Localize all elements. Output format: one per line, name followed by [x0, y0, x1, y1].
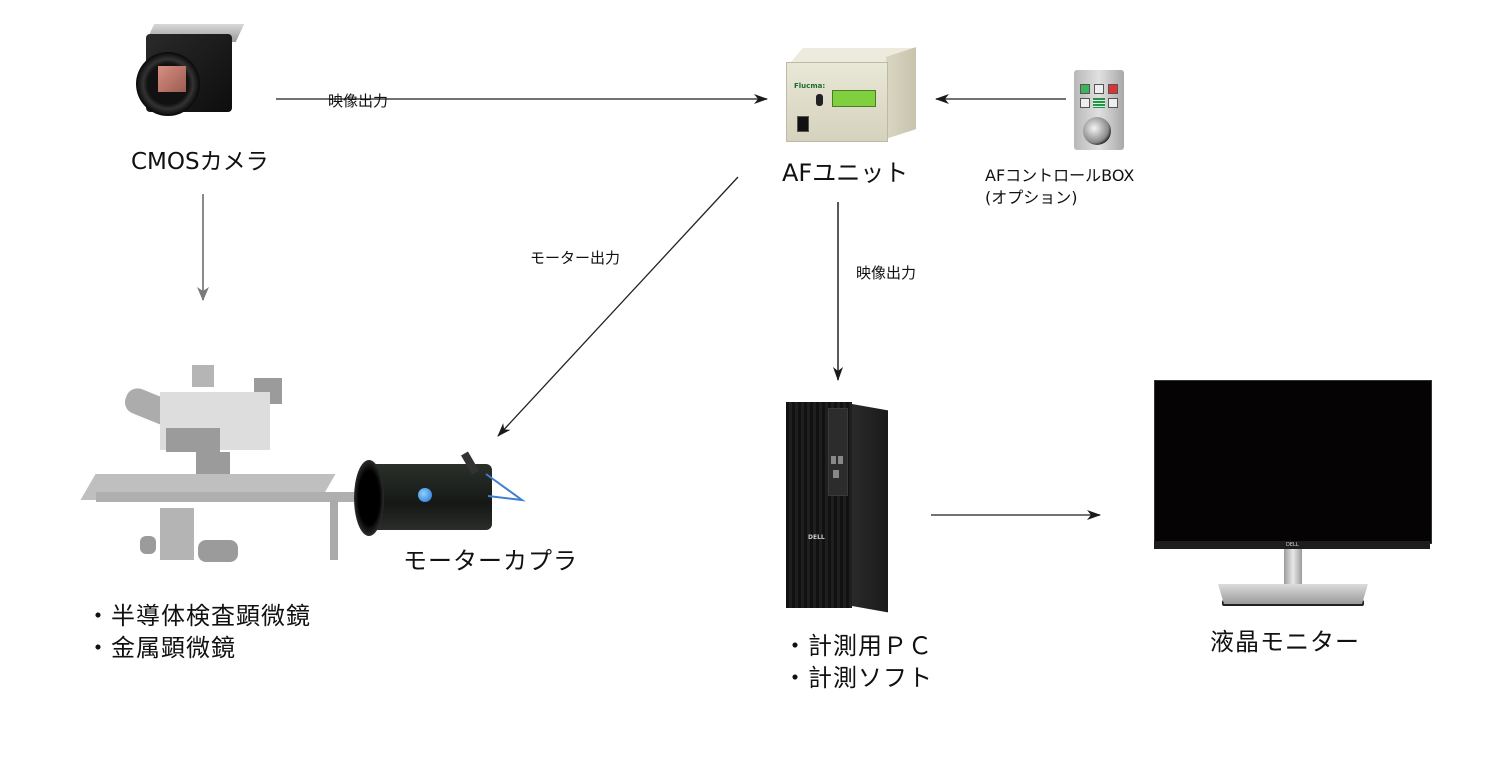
- arrow-af-unit-to-motor-coupler: [497, 176, 739, 437]
- af-unit-lcd: [832, 90, 876, 107]
- pc-item-2: ・計測ソフト: [783, 664, 933, 692]
- power-switch-icon: [797, 116, 809, 132]
- monitor-logo: DELL: [1286, 542, 1299, 548]
- control-box-label-line2: (オプション): [985, 188, 1078, 207]
- af-unit-brand: Flucma:: [794, 82, 826, 90]
- microscope-item-1: ・半導体検査顕微鏡: [86, 602, 311, 630]
- pc-logo: DELL: [808, 534, 825, 541]
- cmos-camera-label: CMOSカメラ: [131, 149, 269, 175]
- pc-item-1: ・計測用ＰＣ: [783, 632, 933, 660]
- edge-label-video-output-top: 映像出力: [328, 92, 389, 110]
- af-unit-label: AFユニット: [782, 159, 909, 187]
- microscope-item-2: ・金属顕微鏡: [86, 634, 236, 662]
- motor-coupler-label: モーターカプラ: [403, 547, 578, 575]
- monitor-label: 液晶モニター: [1210, 628, 1360, 656]
- edge-label-motor-output: モーター出力: [530, 249, 621, 267]
- knob-icon: [1083, 117, 1111, 145]
- control-box-label-line1: AFコントロールBOX: [985, 166, 1135, 185]
- edge-label-video-output-down: 映像出力: [856, 264, 917, 282]
